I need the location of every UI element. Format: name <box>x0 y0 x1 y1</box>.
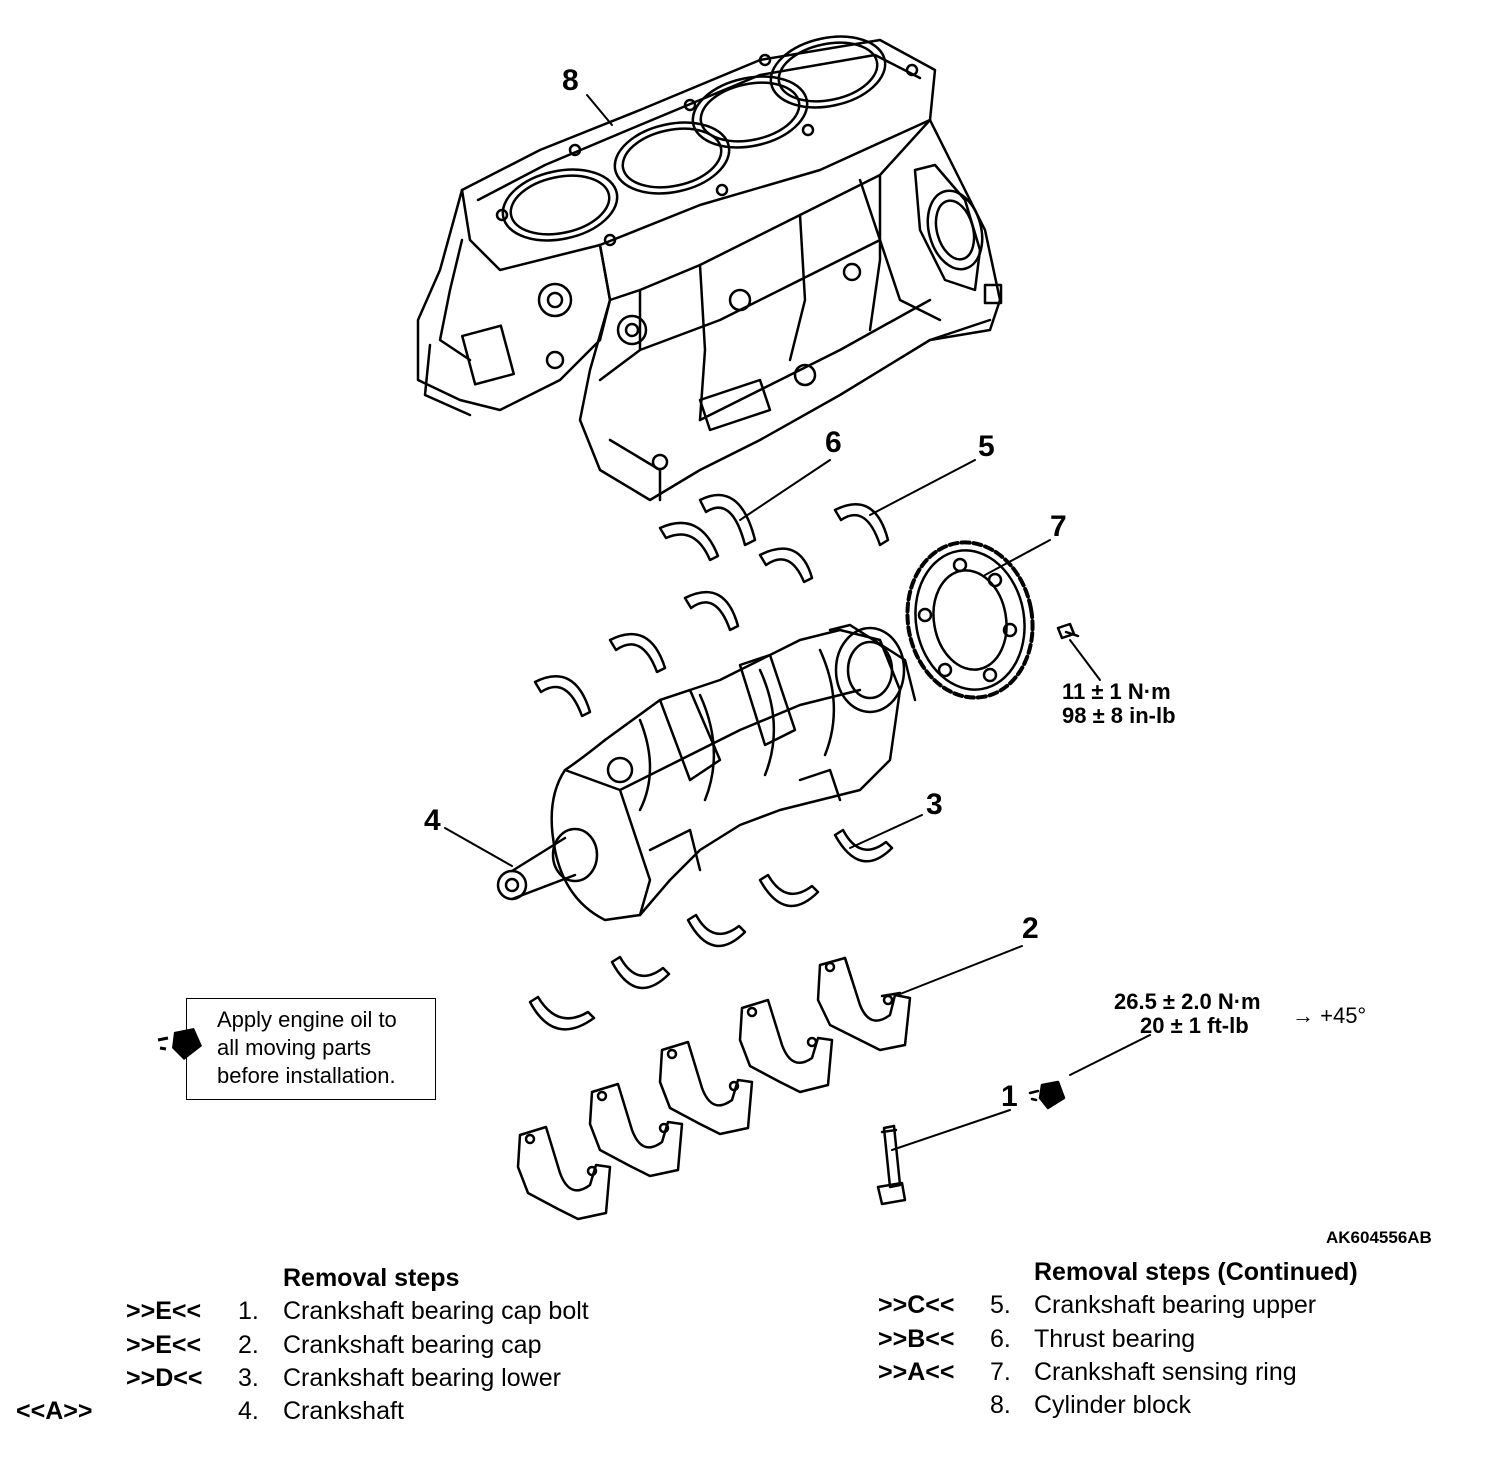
step-code: >>D<< <box>126 1364 203 1392</box>
lower-bearings-part <box>528 828 894 1031</box>
callout-8: 8 <box>562 64 579 97</box>
step-name: Thrust bearing <box>1034 1325 1196 1353</box>
step-name: Crankshaft bearing lower <box>283 1364 561 1392</box>
step-code: >>A<< <box>878 1358 955 1386</box>
bearing-caps-part <box>516 956 912 1221</box>
step-name: Crankshaft bearing cap <box>283 1331 542 1359</box>
sensing-ring-part <box>905 540 1080 700</box>
upper-bearings-part <box>533 493 890 718</box>
oil-icon <box>1028 1080 1066 1110</box>
leader-lines <box>444 94 1151 1151</box>
note-line-3: before installation. <box>217 1063 396 1088</box>
figure-id: AK604556AB <box>1326 1228 1432 1247</box>
step-name: Crankshaft bearing upper <box>1034 1291 1317 1319</box>
step-number: 1. <box>238 1297 259 1325</box>
callout-2: 2 <box>1022 912 1039 945</box>
crankshaft-part <box>496 623 917 922</box>
callout-5: 5 <box>978 430 995 463</box>
torque-angle: → +45° <box>1292 1003 1367 1028</box>
step-code: <<A>> <box>16 1397 93 1425</box>
step-code: >>C<< <box>878 1291 955 1319</box>
callout-6: 6 <box>825 426 842 459</box>
step-code: >>E<< <box>126 1297 202 1325</box>
torque-sensing-ring-nm: 11 ± 1 N·m <box>1062 679 1171 704</box>
callout-4: 4 <box>424 804 441 837</box>
step-number: 5. <box>990 1291 1011 1319</box>
callout-3: 3 <box>926 788 943 821</box>
callout-1: 1 <box>1001 1080 1018 1113</box>
step-code: >>B<< <box>878 1325 955 1353</box>
step-code: >>E<< <box>126 1331 202 1359</box>
torque-cap-bolt-ftlb: 20 ± 1 ft-lb <box>1140 1013 1249 1038</box>
engine-oil-icon <box>157 1028 202 1060</box>
step-name: Crankshaft sensing ring <box>1034 1358 1297 1386</box>
removal-steps-title: Removal steps <box>283 1264 460 1292</box>
torque-sensing-ring-inlb: 98 ± 8 in-lb <box>1062 703 1176 728</box>
step-name: Crankshaft bearing cap bolt <box>283 1297 589 1325</box>
torque-cap-bolt-nm: 26.5 ± 2.0 N·m <box>1114 989 1261 1014</box>
step-number: 7. <box>990 1358 1011 1386</box>
step-number: 8. <box>990 1391 1011 1419</box>
note-line-1: Apply engine oil to <box>217 1007 397 1032</box>
oil-note-box: Apply engine oil to all moving parts bef… <box>186 998 436 1100</box>
cap-bolt-part <box>876 1124 907 1206</box>
step-name: Crankshaft <box>283 1397 404 1425</box>
cylinder-block-part <box>416 35 1003 502</box>
step-number: 2. <box>238 1331 259 1359</box>
step-name: Cylinder block <box>1034 1391 1192 1419</box>
step-number: 4. <box>238 1397 259 1425</box>
note-line-2: all moving parts <box>217 1035 372 1060</box>
removal-steps-continued-title: Removal steps (Continued) <box>1034 1258 1358 1286</box>
step-number: 3. <box>238 1364 259 1392</box>
step-number: 6. <box>990 1325 1011 1353</box>
callout-7: 7 <box>1050 510 1067 543</box>
